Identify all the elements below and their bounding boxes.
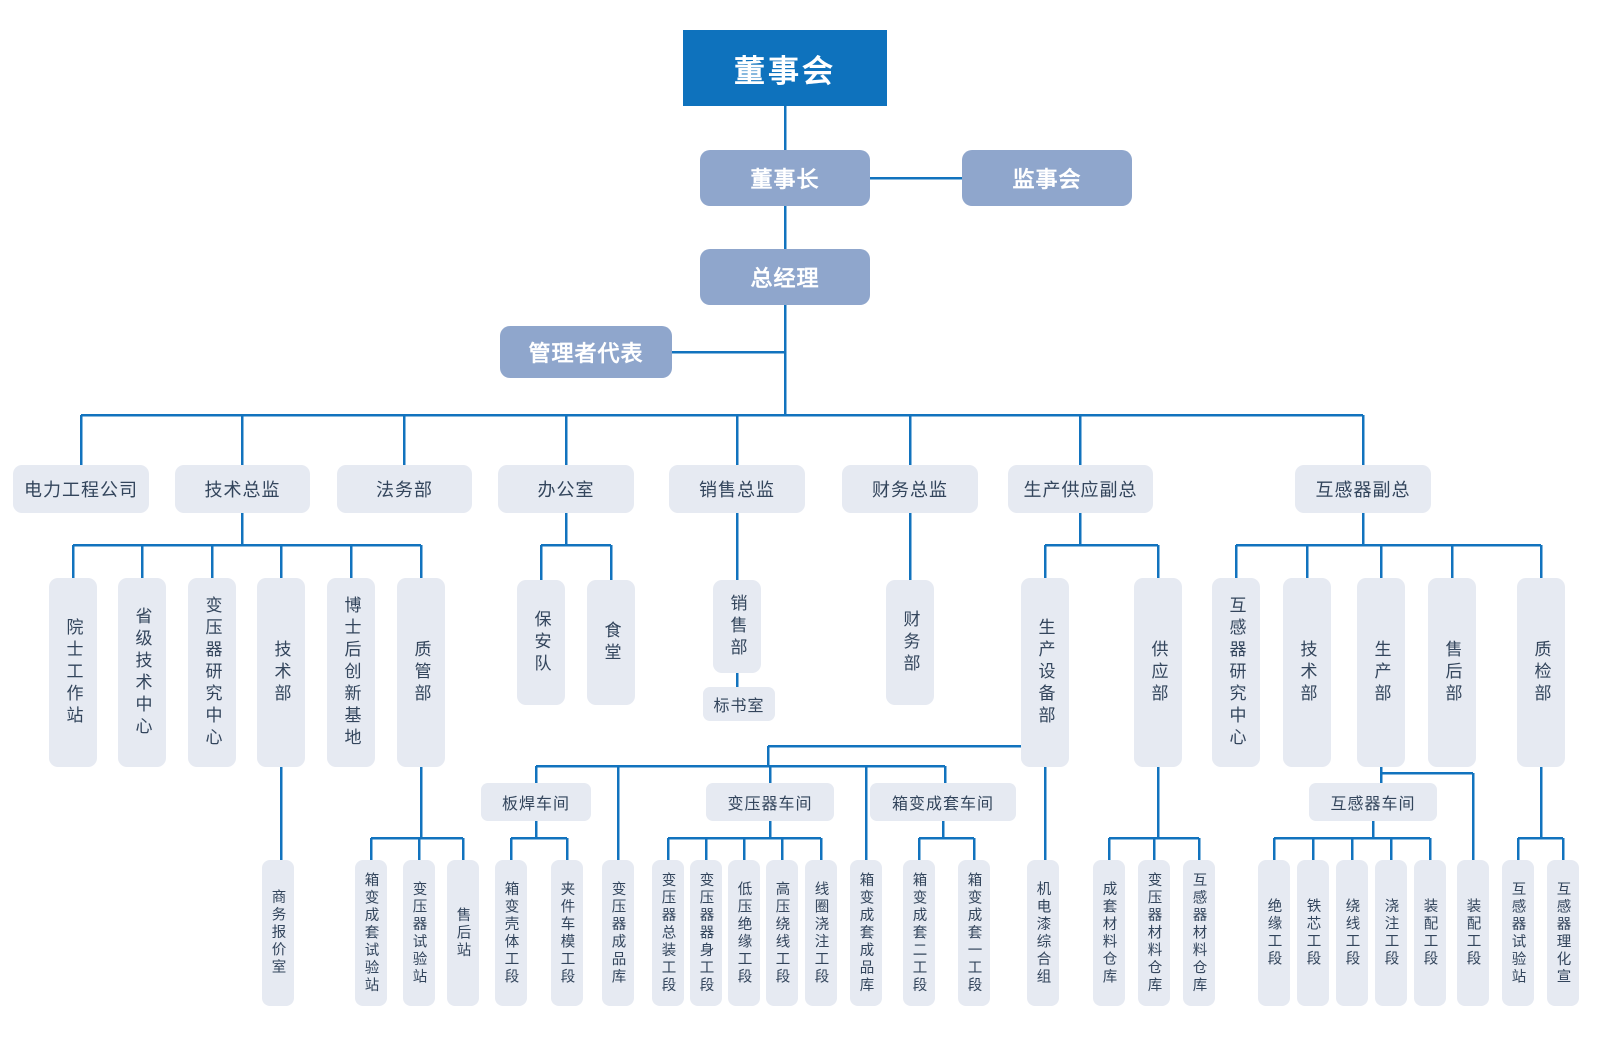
org-node-finance-dept: 财务部: [886, 580, 934, 705]
org-node-coil-casting-section: 线圈浇注工段: [805, 860, 837, 1006]
org-node-quality-inspection-dept: 质检部: [1517, 578, 1565, 767]
org-node-after-sales-station: 售后站: [447, 860, 479, 1006]
org-node-supply-dept: 供应部: [1134, 578, 1182, 767]
org-node-ct-physchem-room: 互感器理化宣: [1547, 860, 1579, 1006]
org-node-transformer-materials-warehouse: 变压器材料仓库: [1138, 860, 1170, 1006]
org-node-plate-welding-workshop: 板焊车间: [481, 783, 591, 821]
org-node-supervisory-board: 监事会: [962, 150, 1132, 206]
org-node-bid-room: 标书室: [703, 687, 775, 721]
org-node-provincial-tech-center: 省级技术中心: [118, 578, 166, 767]
org-node-power-eng-company: 电力工程公司: [13, 465, 149, 513]
org-node-lv-insulation-section: 低压绝缘工段: [728, 860, 760, 1006]
org-node-chairman: 董事长: [700, 150, 870, 206]
org-node-production-equipment-dept: 生产设备部: [1021, 578, 1069, 767]
org-node-commercial-quote-room: 商务报价室: [262, 860, 294, 1006]
org-node-ct-research-center: 互感器研究中心: [1212, 578, 1260, 767]
org-node-complete-set-materials-warehouse: 成套材料仓库: [1093, 860, 1125, 1006]
org-node-tech-dept-2: 技术部: [1283, 578, 1331, 767]
org-node-transformer-research-center: 变压器研究中心: [188, 578, 236, 767]
org-node-bs-product-warehouse: 箱变成套成品库: [850, 860, 882, 1006]
org-node-legal-dept: 法务部: [337, 465, 472, 513]
org-node-production-dept: 生产部: [1357, 578, 1405, 767]
org-node-electromech-paint-group: 机电漆综合组: [1027, 860, 1059, 1006]
org-node-ct-test-station: 互感器试验站: [1502, 860, 1534, 1006]
org-node-postdoc-base: 博士后创新基地: [327, 578, 375, 767]
org-node-bs-section-1: 箱变成套一工段: [958, 860, 990, 1006]
org-node-clamp-mold-section: 夹件车模工段: [551, 860, 583, 1006]
org-node-office: 办公室: [498, 465, 634, 513]
org-node-insulation-section: 绝缘工段: [1258, 860, 1290, 1006]
org-node-transformer-workshop: 变压器车间: [706, 783, 834, 821]
org-node-assembly-section-1: 装配工段: [1414, 860, 1446, 1006]
org-node-management-rep: 管理者代表: [500, 326, 672, 378]
org-node-academician-station: 院士工作站: [49, 578, 97, 767]
org-node-transformer-body-section: 变压器器身工段: [690, 860, 722, 1006]
org-node-general-manager: 总经理: [700, 249, 870, 305]
org-node-transformer-product-warehouse: 变压器成品库: [602, 860, 634, 1006]
org-node-ct-workshop: 互感器车间: [1309, 783, 1437, 821]
org-node-ct-materials-warehouse: 互感器材料仓库: [1183, 860, 1215, 1006]
org-node-winding-section: 绕线工段: [1336, 860, 1368, 1006]
org-node-bs-section-2: 箱变成套二工段: [903, 860, 935, 1006]
org-node-bs-test-station: 箱变成套试验站: [355, 860, 387, 1006]
org-node-board: 董事会: [683, 30, 887, 106]
org-node-finance-director: 财务总监: [842, 465, 978, 513]
org-node-assembly-section-2: 装配工段: [1457, 860, 1489, 1006]
org-node-box-substation-workshop: 箱变成套车间: [870, 783, 1016, 821]
org-node-casting-section: 浇注工段: [1375, 860, 1407, 1006]
org-node-transformer-assembly-section: 变压器总装工段: [652, 860, 684, 1006]
org-node-quality-mgmt-dept: 质管部: [397, 578, 445, 767]
org-node-tech-director: 技术总监: [175, 465, 310, 513]
org-node-canteen: 食堂: [587, 580, 635, 705]
org-node-core-section: 铁芯工段: [1297, 860, 1329, 1006]
org-node-after-sales-dept: 售后部: [1428, 578, 1476, 767]
org-node-sales-director: 销售总监: [669, 465, 805, 513]
org-node-box-shell-section: 箱变壳体工段: [495, 860, 527, 1006]
org-node-transformer-test-station: 变压器试验站: [403, 860, 435, 1006]
org-node-security-team: 保安队: [517, 580, 565, 705]
org-node-tech-dept-1: 技术部: [257, 578, 305, 767]
org-node-production-supply-vp: 生产供应副总: [1008, 465, 1153, 513]
org-node-ct-vp: 互感器副总: [1295, 465, 1431, 513]
org-node-sales-dept: 销售部: [713, 580, 761, 673]
org-node-hv-winding-section: 高压绕线工段: [766, 860, 798, 1006]
